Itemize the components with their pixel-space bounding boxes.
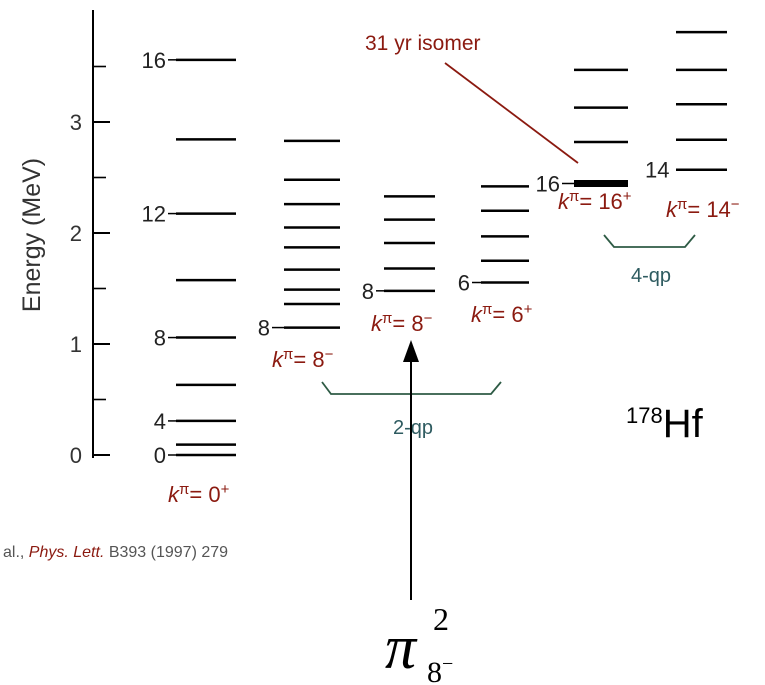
axis-tick-label: 0 [70, 443, 82, 468]
spin-label: 8 [258, 316, 270, 341]
spin-label: 4 [154, 409, 166, 434]
band-label-k8-a: kπ= 8− [272, 346, 334, 373]
isomer-annotation: 31 yr isomer [365, 32, 579, 164]
band-k8a: 8 [258, 139, 340, 341]
energy-axis: 0 1 2 3 Energy (MeV) [18, 10, 110, 468]
band-label-k16: kπ= 16+ [558, 188, 632, 215]
four-qp-group: 4-qp [603, 234, 696, 287]
four-qp-bracket [603, 234, 696, 248]
proton-excitation-symbol: π 2 8− [385, 601, 453, 685]
band-k14: 14 [645, 30, 727, 183]
axis-tick-label: 2 [70, 221, 82, 246]
level-bands: 0 4 8 12 16 8 8 6 16 14 [142, 30, 727, 468]
band-label-k0: kπ= 0+ [168, 481, 230, 508]
spin-label: 12 [142, 202, 166, 227]
band-k8b: 8 [362, 195, 435, 304]
spin-label: 8 [362, 279, 374, 304]
energy-axis-label: Energy (MeV) [18, 158, 46, 312]
reference-citation: al., Phys. Lett. B393 (1997) 279 [3, 544, 228, 561]
spin-label: 8 [154, 326, 166, 351]
nucleus-label: 178Hf [626, 402, 704, 446]
isomer-pointer-line [444, 62, 579, 164]
band-k6: 6 [458, 185, 529, 296]
spin-label: 16 [536, 171, 560, 196]
axis-tick-label: 1 [70, 332, 82, 357]
isomer-label: 31 yr isomer [365, 32, 481, 55]
pi-superscript: 2 [433, 601, 449, 637]
pi-subscript: 8− [427, 653, 453, 685]
band-label-k14: kπ= 14− [666, 196, 740, 223]
axis-tick-label: 3 [70, 110, 82, 135]
band-k0: 0 4 8 12 16 [142, 48, 236, 468]
spin-label: 0 [154, 443, 166, 468]
four-qp-label: 4-qp [631, 265, 671, 287]
excitation-arrow [403, 340, 419, 600]
pi-symbol: π [385, 614, 418, 682]
spin-label: 6 [458, 271, 470, 296]
band-labels: kπ= 0+ kπ= 8− kπ= 8− kπ= 6+ kπ= 16+ kπ= … [168, 188, 740, 508]
spin-label: 16 [142, 48, 166, 73]
excitation-arrow-head [403, 340, 419, 362]
band-k16: 16 [536, 68, 628, 196]
band-label-k8-b: kπ= 8− [371, 310, 433, 337]
band-label-k6: kπ= 6+ [471, 301, 533, 328]
two-qp-label: 2-qp [393, 417, 433, 439]
energy-axis-ticks: 0 1 2 3 [70, 65, 110, 468]
spin-label: 14 [645, 158, 669, 183]
